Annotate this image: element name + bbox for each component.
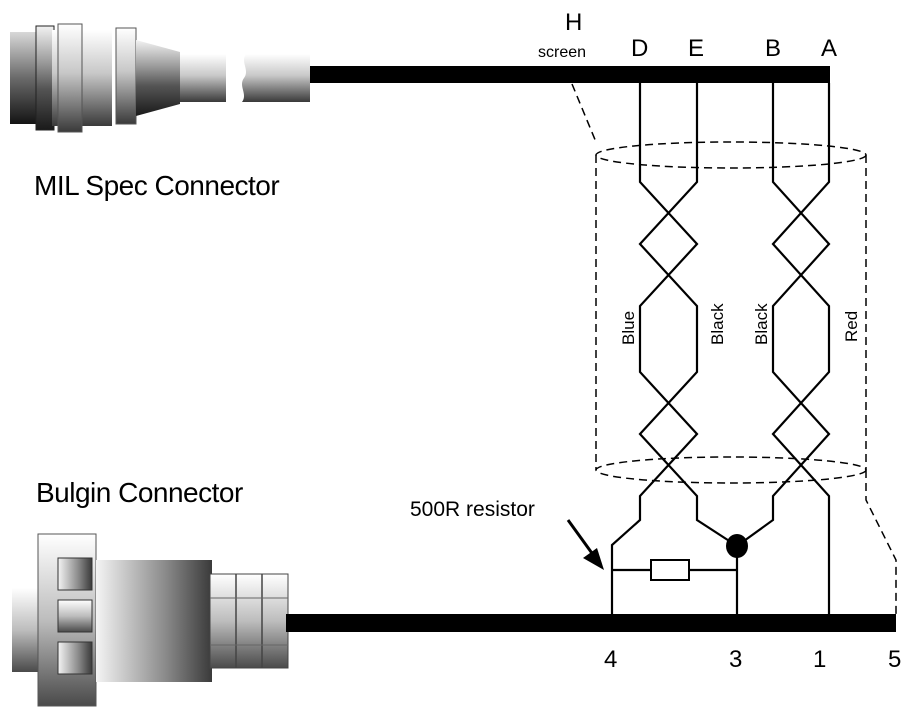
bulgin-pin-1: 1 [813, 646, 826, 673]
mil-ring-1 [57, 23, 83, 133]
wire-label-black-left: Black [708, 303, 727, 345]
resistor-symbol [650, 559, 690, 581]
mil-boot [180, 54, 226, 102]
wire-red [771, 83, 831, 614]
bulgin-pin-4: 4 [604, 646, 617, 673]
bulgin-flange-lug-2 [57, 599, 93, 633]
resistor-label: 500R resistor [410, 498, 535, 521]
wires [610, 83, 831, 614]
mil-cable-break [226, 54, 238, 102]
resistor-arrow [566, 519, 604, 570]
mil-cable-break-edge [242, 54, 248, 102]
mil-rear-nut [10, 32, 38, 124]
mil-ring-2 [115, 27, 137, 125]
mil-pin-b: B [765, 35, 781, 62]
bulgin-connector-title: Bulgin Connector [36, 477, 243, 508]
cable-screen [571, 83, 897, 614]
screen-ellipse-top [595, 141, 867, 169]
mil-taper [136, 40, 180, 116]
bulgin-flange-lug-3 [57, 641, 93, 675]
mil-flange [35, 25, 55, 131]
wire-label-red: Red [842, 311, 861, 342]
bulgin-body [96, 560, 212, 682]
bulgin-rear-cap [12, 588, 42, 672]
mil-pin-e: E [688, 35, 704, 62]
wire-black-left [638, 83, 738, 547]
mil-pin-a: A [821, 35, 837, 62]
mil-connector-title: MIL Spec Connector [34, 170, 279, 201]
screen-label: screen [538, 44, 586, 61]
mil-cable-tail [248, 54, 310, 102]
mil-spec-connector-illustration [10, 23, 310, 133]
screen-lead-bottom [865, 470, 897, 614]
bulgin-grip [209, 573, 289, 669]
mil-pin-d: D [631, 35, 648, 62]
bulgin-pin-3: 3 [729, 646, 742, 673]
junction-dot [726, 534, 748, 558]
screen-ellipse-bottom [595, 456, 867, 484]
screen-lead-top [571, 83, 597, 143]
bulgin-connector-illustration [12, 533, 289, 707]
bulgin-pin-5: 5 [888, 646, 901, 673]
wire-blue [610, 83, 699, 614]
bulgin-cable [286, 614, 896, 632]
bulgin-flange-lug-1 [57, 557, 93, 591]
wire-black-right [736, 83, 831, 547]
screen-pin-letter: H [565, 9, 582, 36]
mil-cable [310, 66, 830, 83]
wire-label-black-right: Black [752, 303, 771, 345]
wire-label-blue: Blue [619, 311, 638, 345]
